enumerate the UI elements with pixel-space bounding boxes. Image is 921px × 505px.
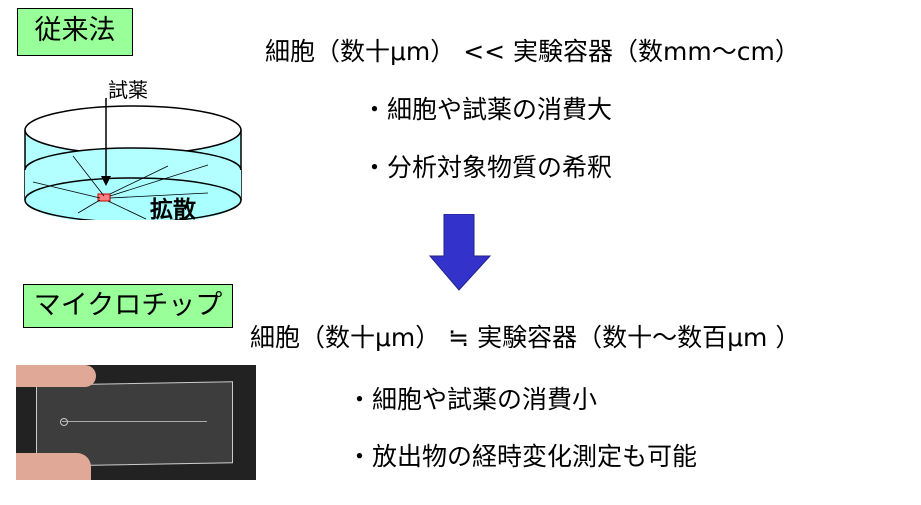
finger-bottom [16,453,91,480]
diffusion-label: 拡散 [150,197,196,223]
diffusion-arrows-icon [32,155,209,220]
microchip-bullet-2: ・放出物の経時変化測定も可能 [347,442,698,471]
microchip-photo [16,365,256,480]
down-arrow-icon [428,214,492,291]
reagent-label: 試薬 [108,78,148,102]
conventional-method-label: 従来法 [17,8,133,56]
conventional-bullet-1: ・細胞や試薬の消費大 [362,95,613,124]
conventional-comparison: 細胞（数十μm） << 実験容器（数mm～cm） [265,37,800,66]
conventional-bullet-2: ・分析対象物質の希釈 [362,153,613,182]
finger-top [16,365,96,387]
microchip-comparison: 細胞（数十μm） ≒ 実験容器（数十～数百μm ） [250,323,801,352]
dish-bottom [24,177,242,220]
microchip-bullet-1: ・細胞や試薬の消費小 [347,385,598,414]
microchip-label: マイクロチップ [23,284,233,328]
petri-dish-diagram [24,98,242,220]
dish-rim [24,105,242,155]
